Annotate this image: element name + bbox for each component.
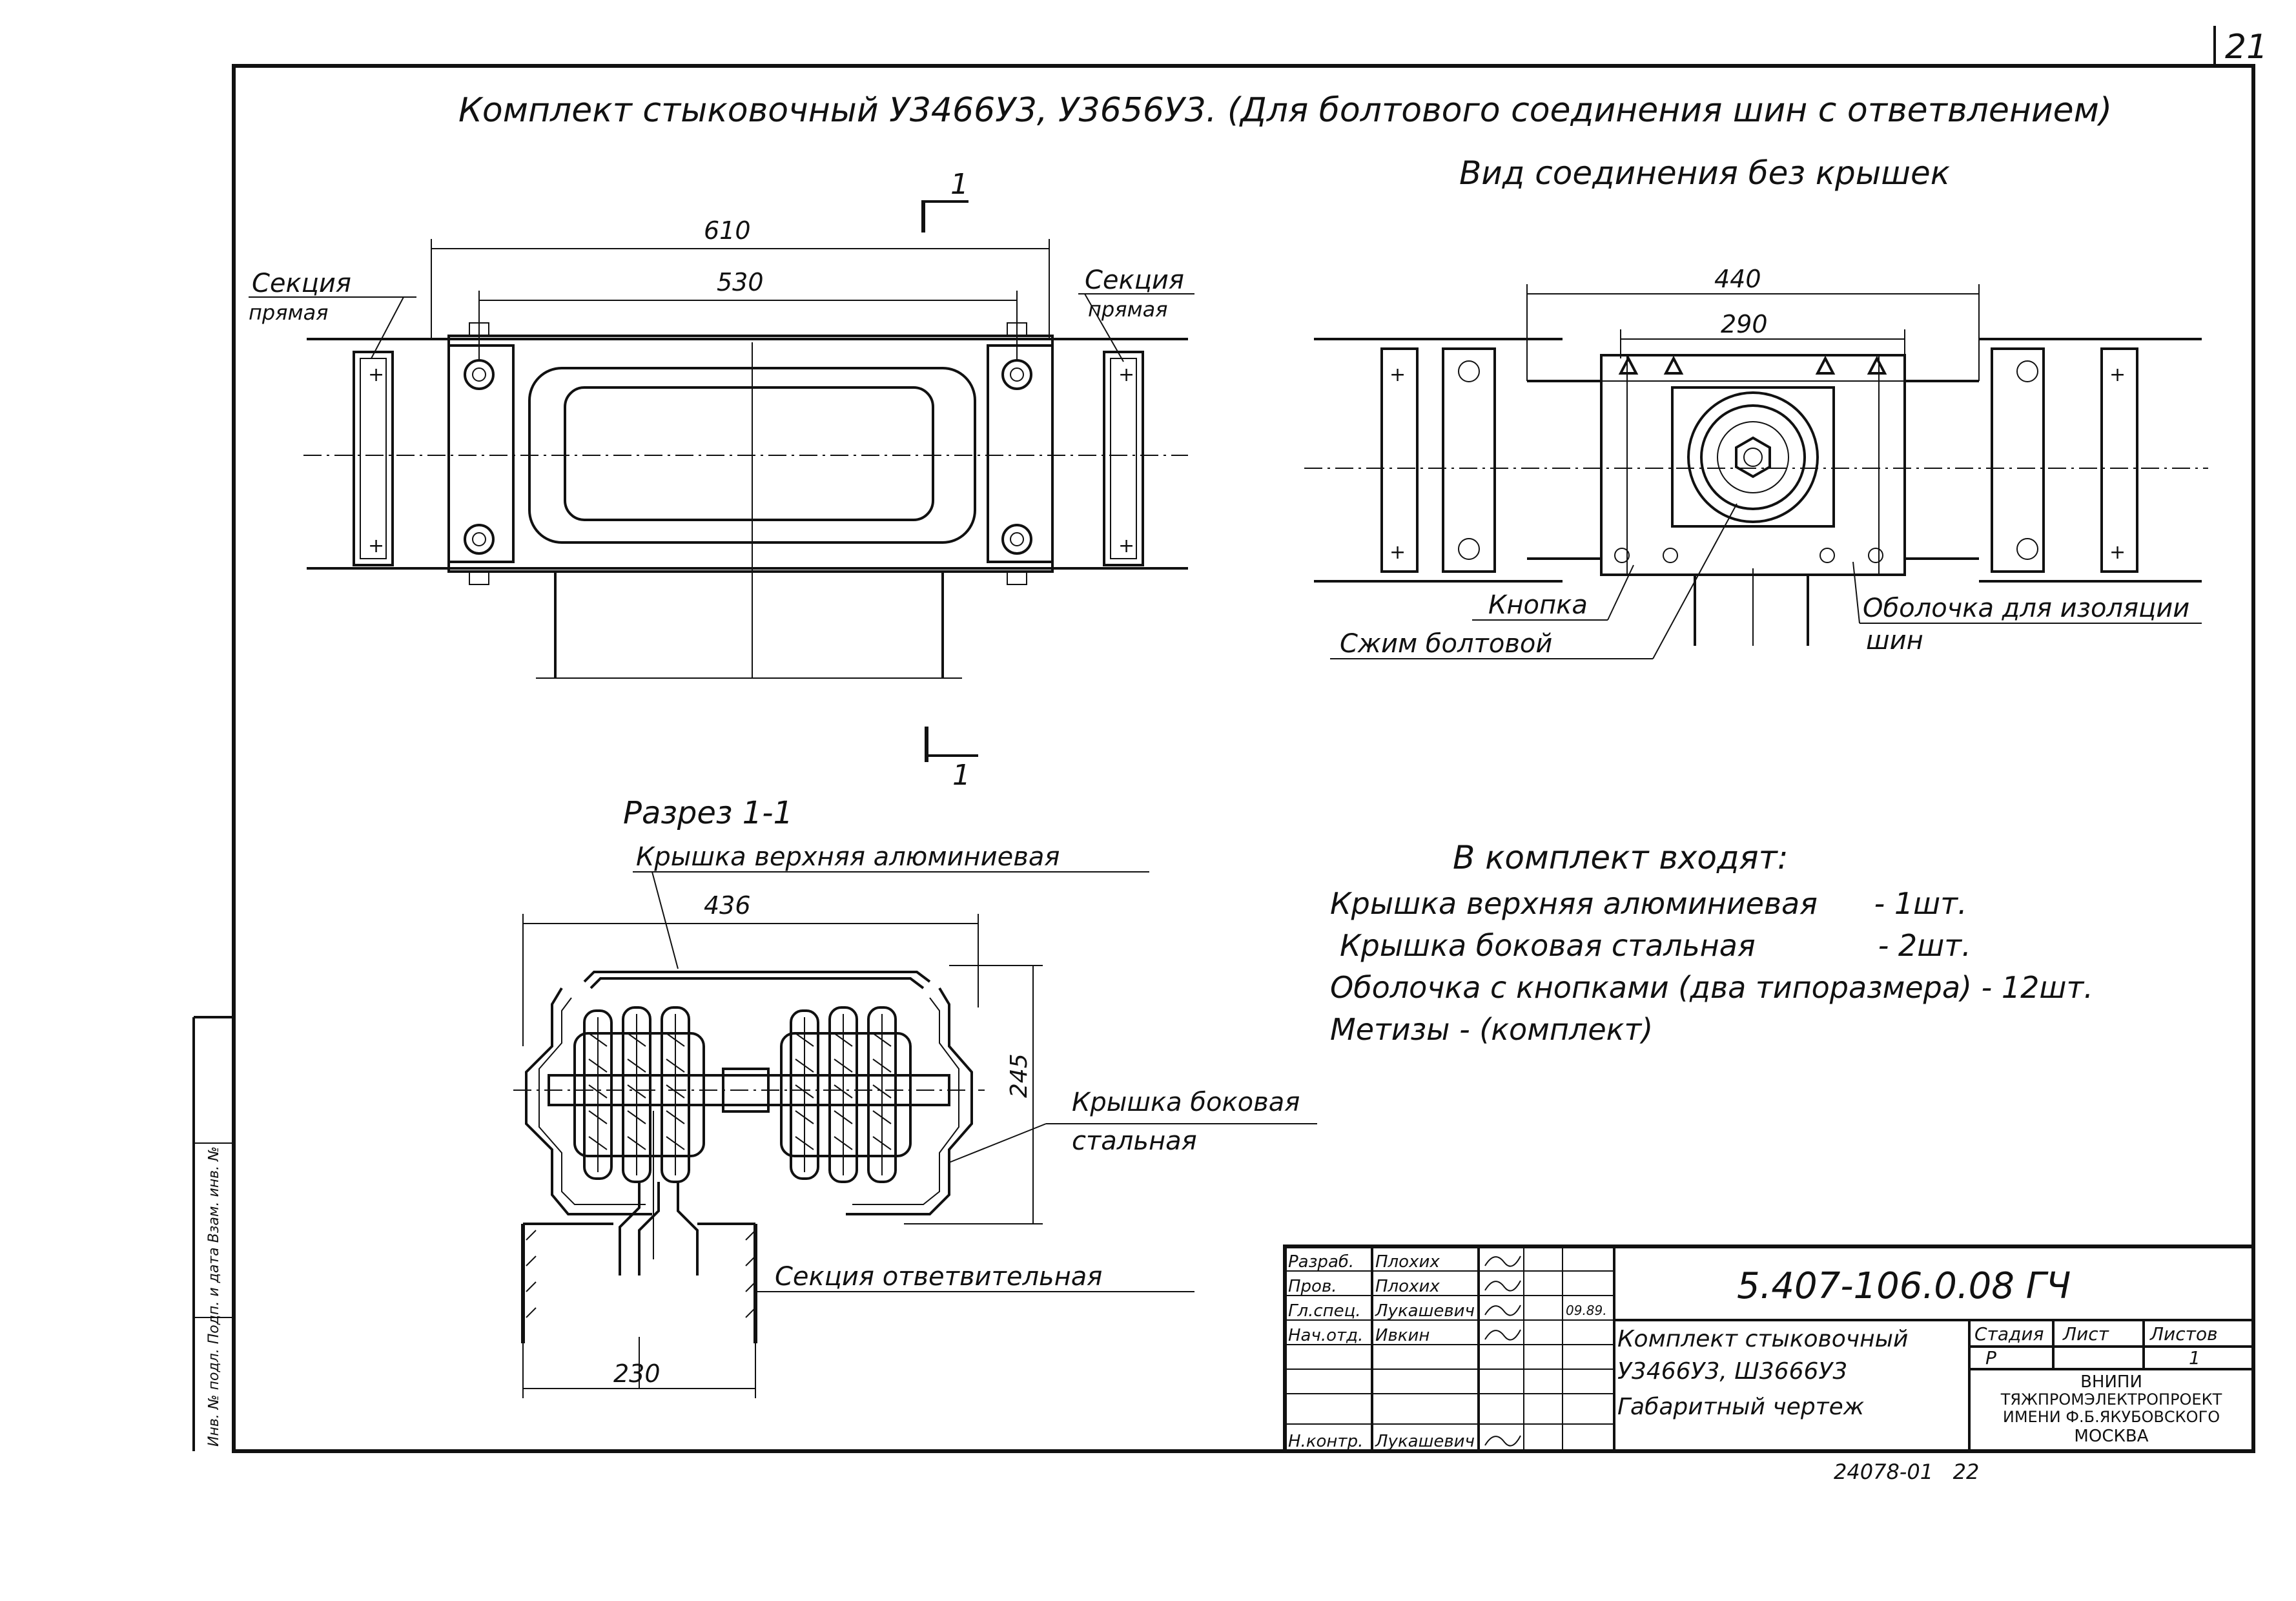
busbar-pack-left <box>573 1006 705 1183</box>
val-stage: Р <box>1985 1347 1996 1369</box>
right-plan-view-no-covers: + + + + <box>1304 265 2208 659</box>
label-shell-2: шин <box>1866 626 1923 656</box>
svg-text:+: + <box>368 535 384 557</box>
col-sheet: Лист <box>2062 1323 2109 1345</box>
org-line-3: ИМЕНИ Ф.Б.ЯКУБОВСКОГО <box>2003 1408 2220 1426</box>
kit-item-3: Оболочка с кнопками (два типоразмера) - … <box>1330 970 2093 1005</box>
bolt-symbol-group <box>464 322 1032 585</box>
col-stage: Стадия <box>1974 1323 2044 1345</box>
side-stamp: Инв. № подл. Подп. и дата Взам. инв. № <box>192 1016 234 1451</box>
label-section-right-1: Секция <box>1085 265 1184 295</box>
svg-text:+: + <box>368 364 384 386</box>
org-line-2: ТЯЖПРОМЭЛЕКТРОПРОЕКТ <box>2000 1390 2222 1409</box>
role-0: Разраб. <box>1288 1252 1354 1272</box>
label-side-cover-2: стальная <box>1072 1126 1197 1156</box>
dim-245: 245 <box>1006 1053 1032 1098</box>
org-line-1: ВНИПИ <box>2080 1372 2142 1392</box>
approval-date: 09.89. <box>1566 1303 1607 1318</box>
svg-text:+: + <box>1118 535 1134 557</box>
role-2: Гл.спец. <box>1288 1301 1361 1321</box>
busbar-pack-right <box>780 1006 912 1183</box>
label-button: Кнопка <box>1488 590 1588 620</box>
description-2: У3466У3, Ш3666У3 <box>1617 1358 1847 1385</box>
cut-mark-bottom: 1 <box>952 759 970 792</box>
page-number: 21 <box>2225 28 2268 67</box>
label-clamp: Сжим болтовой <box>1340 629 1552 659</box>
signature-mark <box>1484 1329 1521 1341</box>
kit-item-2: Крышка боковая стальная - 2шт. <box>1340 928 1971 963</box>
drawing-frame <box>232 64 2255 1453</box>
dim-610: 610 <box>704 216 751 245</box>
dim-290: 290 <box>1721 310 1768 338</box>
dim-230: 230 <box>613 1359 661 1388</box>
cut-mark-top: 1 <box>950 168 969 201</box>
kit-list: В комплект входят: Крышка верхняя алюмин… <box>1330 839 2093 1047</box>
dim-530: 530 <box>717 268 764 296</box>
signature-mark <box>1484 1435 1521 1447</box>
label-section-left-2: прямая <box>249 300 328 325</box>
col-sheets: Листов <box>2149 1323 2218 1345</box>
title-block: Разраб. Пров. Гл.спец. Нач.отд. Н.контр.… <box>1283 1245 2255 1453</box>
svg-text:+: + <box>2109 364 2126 386</box>
role-1: Пров. <box>1288 1277 1337 1296</box>
description-1: Комплект стыковочный <box>1617 1326 1908 1352</box>
kit-item-4: Метизы - (комплект) <box>1330 1012 1653 1047</box>
signature-mark <box>1484 1255 1521 1267</box>
svg-text:+: + <box>1389 541 1406 564</box>
svg-text:+: + <box>1389 364 1406 386</box>
side-stamp-text: Инв. № подл. Подп. и дата Взам. инв. № <box>206 1146 222 1447</box>
section-title: Разрез 1-1 <box>623 795 793 831</box>
kit-item-1: Крышка верхняя алюминиевая - 1шт. <box>1330 886 1967 921</box>
name-1: Плохих <box>1375 1277 1440 1296</box>
name-2: Лукашевич <box>1375 1301 1475 1321</box>
name-0: Плохих <box>1375 1252 1440 1272</box>
section-view: Разрез 1-1 Крышка верхняя алюминиевая 43… <box>513 795 1317 1398</box>
svg-text:+: + <box>2109 541 2126 564</box>
label-side-cover-1: Крышка боковая <box>1072 1088 1300 1117</box>
label-branch-section: Секция ответвительная <box>775 1262 1102 1292</box>
signature-mark <box>1484 1305 1521 1316</box>
svg-text:+: + <box>1118 364 1134 386</box>
val-sheets: 1 <box>2189 1347 2200 1369</box>
label-section-left-1: Секция <box>252 269 351 298</box>
view-without-covers-title: Вид соединения без крышек <box>1459 154 1950 192</box>
drawing-title: Комплект стыковочный У3466У3, У3656У3. (… <box>458 91 2112 130</box>
dim-440: 440 <box>1714 265 1761 293</box>
left-plan-view: + + + + 610 530 Секция прямая Секция пря… <box>249 168 1194 792</box>
org-line-4: МОСКВА <box>2074 1427 2148 1446</box>
bottom-archive-code: 24078-01 22 <box>1834 1460 1979 1484</box>
label-section-right-2: прямая <box>1088 297 1167 322</box>
label-shell-1: Оболочка для изоляции <box>1863 594 2189 623</box>
role-3: Нач.отд. <box>1288 1326 1363 1345</box>
signature-mark <box>1484 1280 1521 1292</box>
kit-list-heading: В комплект входят: <box>1453 839 1789 876</box>
role-7: Н.контр. <box>1288 1432 1363 1451</box>
name-7: Лукашевич <box>1375 1432 1475 1451</box>
description-3: Габаритный чертеж <box>1617 1394 1865 1420</box>
doc-code: 5.407-106.0.08 ГЧ <box>1737 1265 2071 1307</box>
dim-436: 436 <box>704 891 751 920</box>
name-3: Ивкин <box>1375 1326 1430 1345</box>
label-top-cover: Крышка верхняя алюминиевая <box>636 842 1060 872</box>
